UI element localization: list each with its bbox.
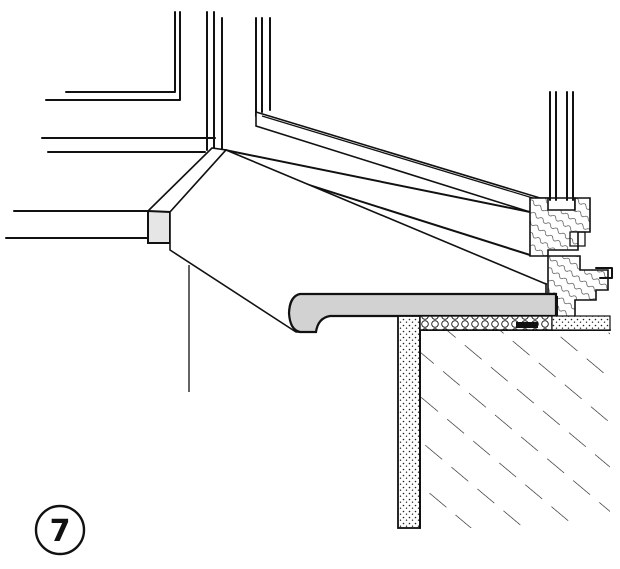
interior-wall-reveal [5, 11, 216, 392]
weather-drip [595, 267, 613, 279]
figure-number-badge: 7 [34, 504, 86, 556]
figure-number: 7 [50, 514, 71, 549]
interior-window-board [147, 147, 558, 334]
board-nose-section [287, 292, 558, 334]
reveal-edge-inner [65, 11, 176, 93]
reveal-edge-upper [45, 11, 181, 101]
sash-rail-edge [261, 115, 547, 203]
badge-circle [34, 504, 86, 556]
frame-sill-top-edge [224, 149, 531, 213]
plaster-layer [397, 315, 421, 529]
mortar-bed [551, 315, 611, 331]
glazing-bead [569, 231, 586, 247]
board-end-face [147, 209, 171, 244]
seal-tape [516, 322, 538, 328]
masonry-hatch [420, 330, 610, 528]
wall-section [397, 315, 611, 529]
